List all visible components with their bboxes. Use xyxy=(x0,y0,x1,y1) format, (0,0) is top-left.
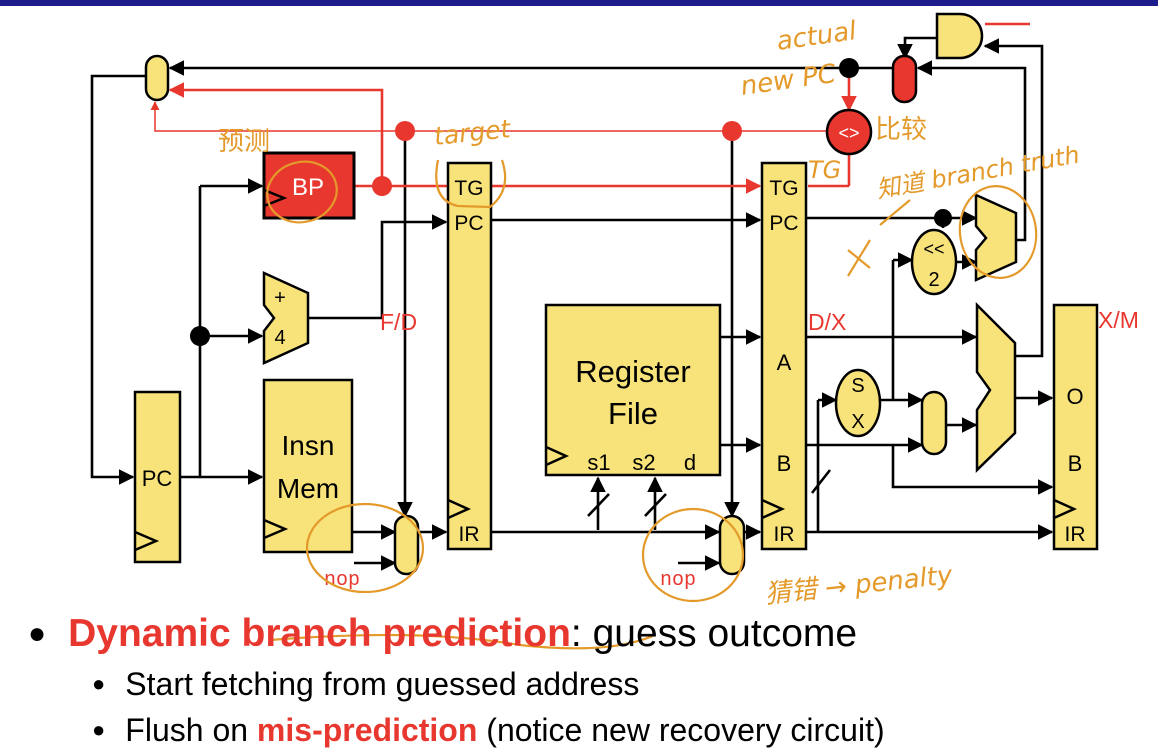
nop-label-dx: nop xyxy=(660,569,696,592)
newpc-label: new PC xyxy=(739,59,839,102)
s2-label: s2 xyxy=(632,450,655,475)
sub-bullet-1: ● Start fetching from guessed address xyxy=(92,666,639,703)
xm-b-label: B xyxy=(1068,451,1083,476)
stage-label-dx: D/X xyxy=(808,309,846,335)
recovery-mux xyxy=(891,54,918,104)
fd-tg-label: TG xyxy=(454,177,483,200)
dx-latch: TG PC A B IR xyxy=(760,161,808,551)
bullet-dot: ● xyxy=(92,717,106,742)
alu xyxy=(975,301,1017,473)
sub-bullet-2-emphasis: mis-prediction xyxy=(256,712,478,748)
pc-register: PC xyxy=(133,390,182,564)
junction-dots xyxy=(190,58,952,346)
alu-operand-mux xyxy=(920,390,948,456)
xm-o-label: O xyxy=(1066,384,1083,409)
shift-left-2: << 2 xyxy=(910,228,958,296)
stage-label-fd: F/D xyxy=(380,309,417,335)
cmp-label: <> xyxy=(838,123,859,143)
main-bullet: ● Dynamic branch prediction: guess outcom… xyxy=(28,612,857,656)
shift-label: << xyxy=(923,239,944,259)
shift2-label: 2 xyxy=(928,269,939,291)
target-label: target xyxy=(433,114,513,151)
dx-tg-label: TG xyxy=(769,177,798,200)
mispredict-wire xyxy=(150,101,826,132)
handwritten-marks xyxy=(266,159,1038,650)
xm-latch: O B IR xyxy=(1052,303,1099,551)
branch-truth-label: 知道 branch truth xyxy=(874,141,1082,204)
pc-adder: + 4 xyxy=(262,271,310,365)
and-gate xyxy=(935,12,984,60)
target-mux xyxy=(974,193,1018,282)
bp-label: BP xyxy=(292,174,324,201)
sx-s-label: S xyxy=(851,375,864,397)
next-pc-mux xyxy=(144,54,170,102)
insn2-label: Mem xyxy=(277,473,339,504)
insn1-label: Insn xyxy=(282,430,335,461)
main-bullet-rest: : guess outcome xyxy=(570,612,858,655)
fd-latch: TG PC IR xyxy=(446,161,493,551)
dx-b-label: B xyxy=(777,451,792,476)
sub-bullet-2-pre: Flush on xyxy=(125,712,257,748)
pc-label: PC xyxy=(142,466,173,491)
title-bar-strip xyxy=(0,0,1158,6)
rf2-label: File xyxy=(608,396,658,431)
sign-extend: S X xyxy=(834,368,882,438)
tgnote-label: TG xyxy=(808,156,841,184)
penalty-label: 猜错 → penalty xyxy=(764,560,955,610)
rf1-label: Register xyxy=(575,354,690,389)
main-bullet-emphasis: Dynamic branch prediction xyxy=(68,612,571,655)
fd-ir-label: IR xyxy=(459,523,480,546)
d-label: d xyxy=(684,450,696,475)
stage-label-xm: X/M xyxy=(1098,307,1139,333)
branch-predictor: BP xyxy=(262,151,356,220)
nop-label-fd: nop xyxy=(324,569,360,592)
predict-label: 预测 xyxy=(218,127,270,157)
datapath-wires xyxy=(90,36,1054,571)
bullet-dot: ● xyxy=(92,671,106,696)
dx-ir-label: IR xyxy=(774,523,795,546)
prediction-wires xyxy=(168,22,1030,194)
compare-label: 比较 xyxy=(875,115,927,145)
sx-x-label: X xyxy=(851,411,864,433)
sub-bullet-2: ● Flush on mis-prediction (notice new rec… xyxy=(92,712,885,749)
four-label: 4 xyxy=(274,327,285,349)
sub-bullet-2-post: (notice new recovery circuit) xyxy=(477,712,885,748)
s1-label: s1 xyxy=(587,450,610,475)
plus-label: + xyxy=(274,287,286,309)
red-junction-dots xyxy=(372,121,742,196)
register-file: Register File s1 s2 d xyxy=(544,303,722,477)
bullet-dot: ● xyxy=(28,617,47,650)
xm-ir-label: IR xyxy=(1065,523,1086,546)
handwritten-text: actual new PC target 预测 比较 TG 知道 branch … xyxy=(218,16,1082,610)
sub-bullet-1-text: Start fetching from guessed address xyxy=(125,666,640,702)
instruction-memory: Insn Mem xyxy=(262,378,354,554)
comparator: <> xyxy=(825,108,873,156)
dx-a-label: A xyxy=(777,350,792,375)
fd-pc-label: PC xyxy=(454,212,483,235)
dx-pc-label: PC xyxy=(769,212,798,235)
actual-label: actual xyxy=(775,16,859,57)
nop-mux-dx xyxy=(718,514,746,576)
